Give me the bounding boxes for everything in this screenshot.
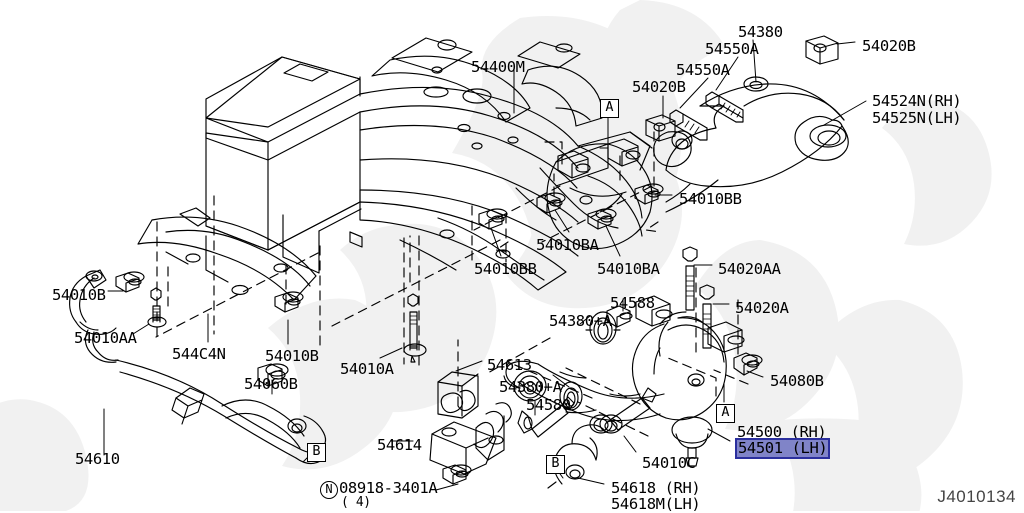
note-n-icon: N — [320, 481, 338, 499]
note-part-number: 08918-3401A — [339, 479, 438, 497]
callout-54618m-lh[interactable]: 54618M(LH) — [611, 495, 701, 513]
callout-54010ba-upper[interactable]: 54010BA — [536, 236, 599, 254]
callout-54060b[interactable]: 54060B — [244, 375, 298, 393]
callout-54380a-mid[interactable]: 54380+A — [549, 312, 612, 330]
marker-b-left: B — [307, 443, 326, 462]
callout-54020b-right[interactable]: 54020B — [862, 37, 916, 55]
marker-a-lower: A — [716, 404, 735, 423]
callout-54020aa[interactable]: 54020AA — [718, 260, 781, 278]
callout-54550a-lower[interactable]: 54550A — [676, 61, 730, 79]
note-quantity: ( 4) — [341, 495, 371, 510]
callout-54010b-left[interactable]: 54010B — [52, 286, 106, 304]
callout-54010c[interactable]: 54010C — [642, 454, 696, 472]
selected-part-54501[interactable]: 54501 (LH) — [735, 438, 831, 459]
callout-54020a[interactable]: 54020A — [735, 299, 789, 317]
callout-54550a-upper[interactable]: 54550A — [705, 40, 759, 58]
callout-54380[interactable]: 54380 — [738, 23, 783, 41]
callout-54525n[interactable]: 54525N(LH) — [872, 109, 962, 127]
callout-54500-rh[interactable]: 54500 (RH) — [737, 423, 827, 441]
callout-54380a-low[interactable]: 54380+A — [499, 378, 562, 396]
callout-54400m[interactable]: 54400M — [471, 58, 525, 76]
callout-54010bb-left[interactable]: 54010BB — [474, 260, 537, 278]
callout-54610[interactable]: 54610 — [75, 450, 120, 468]
callout-54080b[interactable]: 54080B — [770, 372, 824, 390]
callout-54010aa[interactable]: 54010AA — [74, 329, 137, 347]
callout-54010ba-lower[interactable]: 54010BA — [597, 260, 660, 278]
marker-a-upper: A — [600, 99, 619, 118]
callout-544c4n[interactable]: 544C4N — [172, 345, 226, 363]
callout-54613[interactable]: 54613 — [487, 356, 532, 374]
callout-54588[interactable]: 54588 — [610, 294, 655, 312]
callout-54010bb-right[interactable]: 54010BB — [679, 190, 742, 208]
callout-54010b-right[interactable]: 54010B — [265, 347, 319, 365]
callout-54524n[interactable]: 54524N(RH) — [872, 92, 962, 110]
callout-54010a[interactable]: 54010A — [340, 360, 394, 378]
marker-b-lower: B — [546, 455, 565, 474]
figure-number: J4010134 — [937, 487, 1016, 506]
callout-54618-rh[interactable]: 54618 (RH) — [611, 479, 701, 497]
callout-54020b-left[interactable]: 54020B — [632, 78, 686, 96]
callout-54614[interactable]: 54614 — [377, 436, 422, 454]
callout-54580[interactable]: 54580 — [526, 396, 571, 414]
